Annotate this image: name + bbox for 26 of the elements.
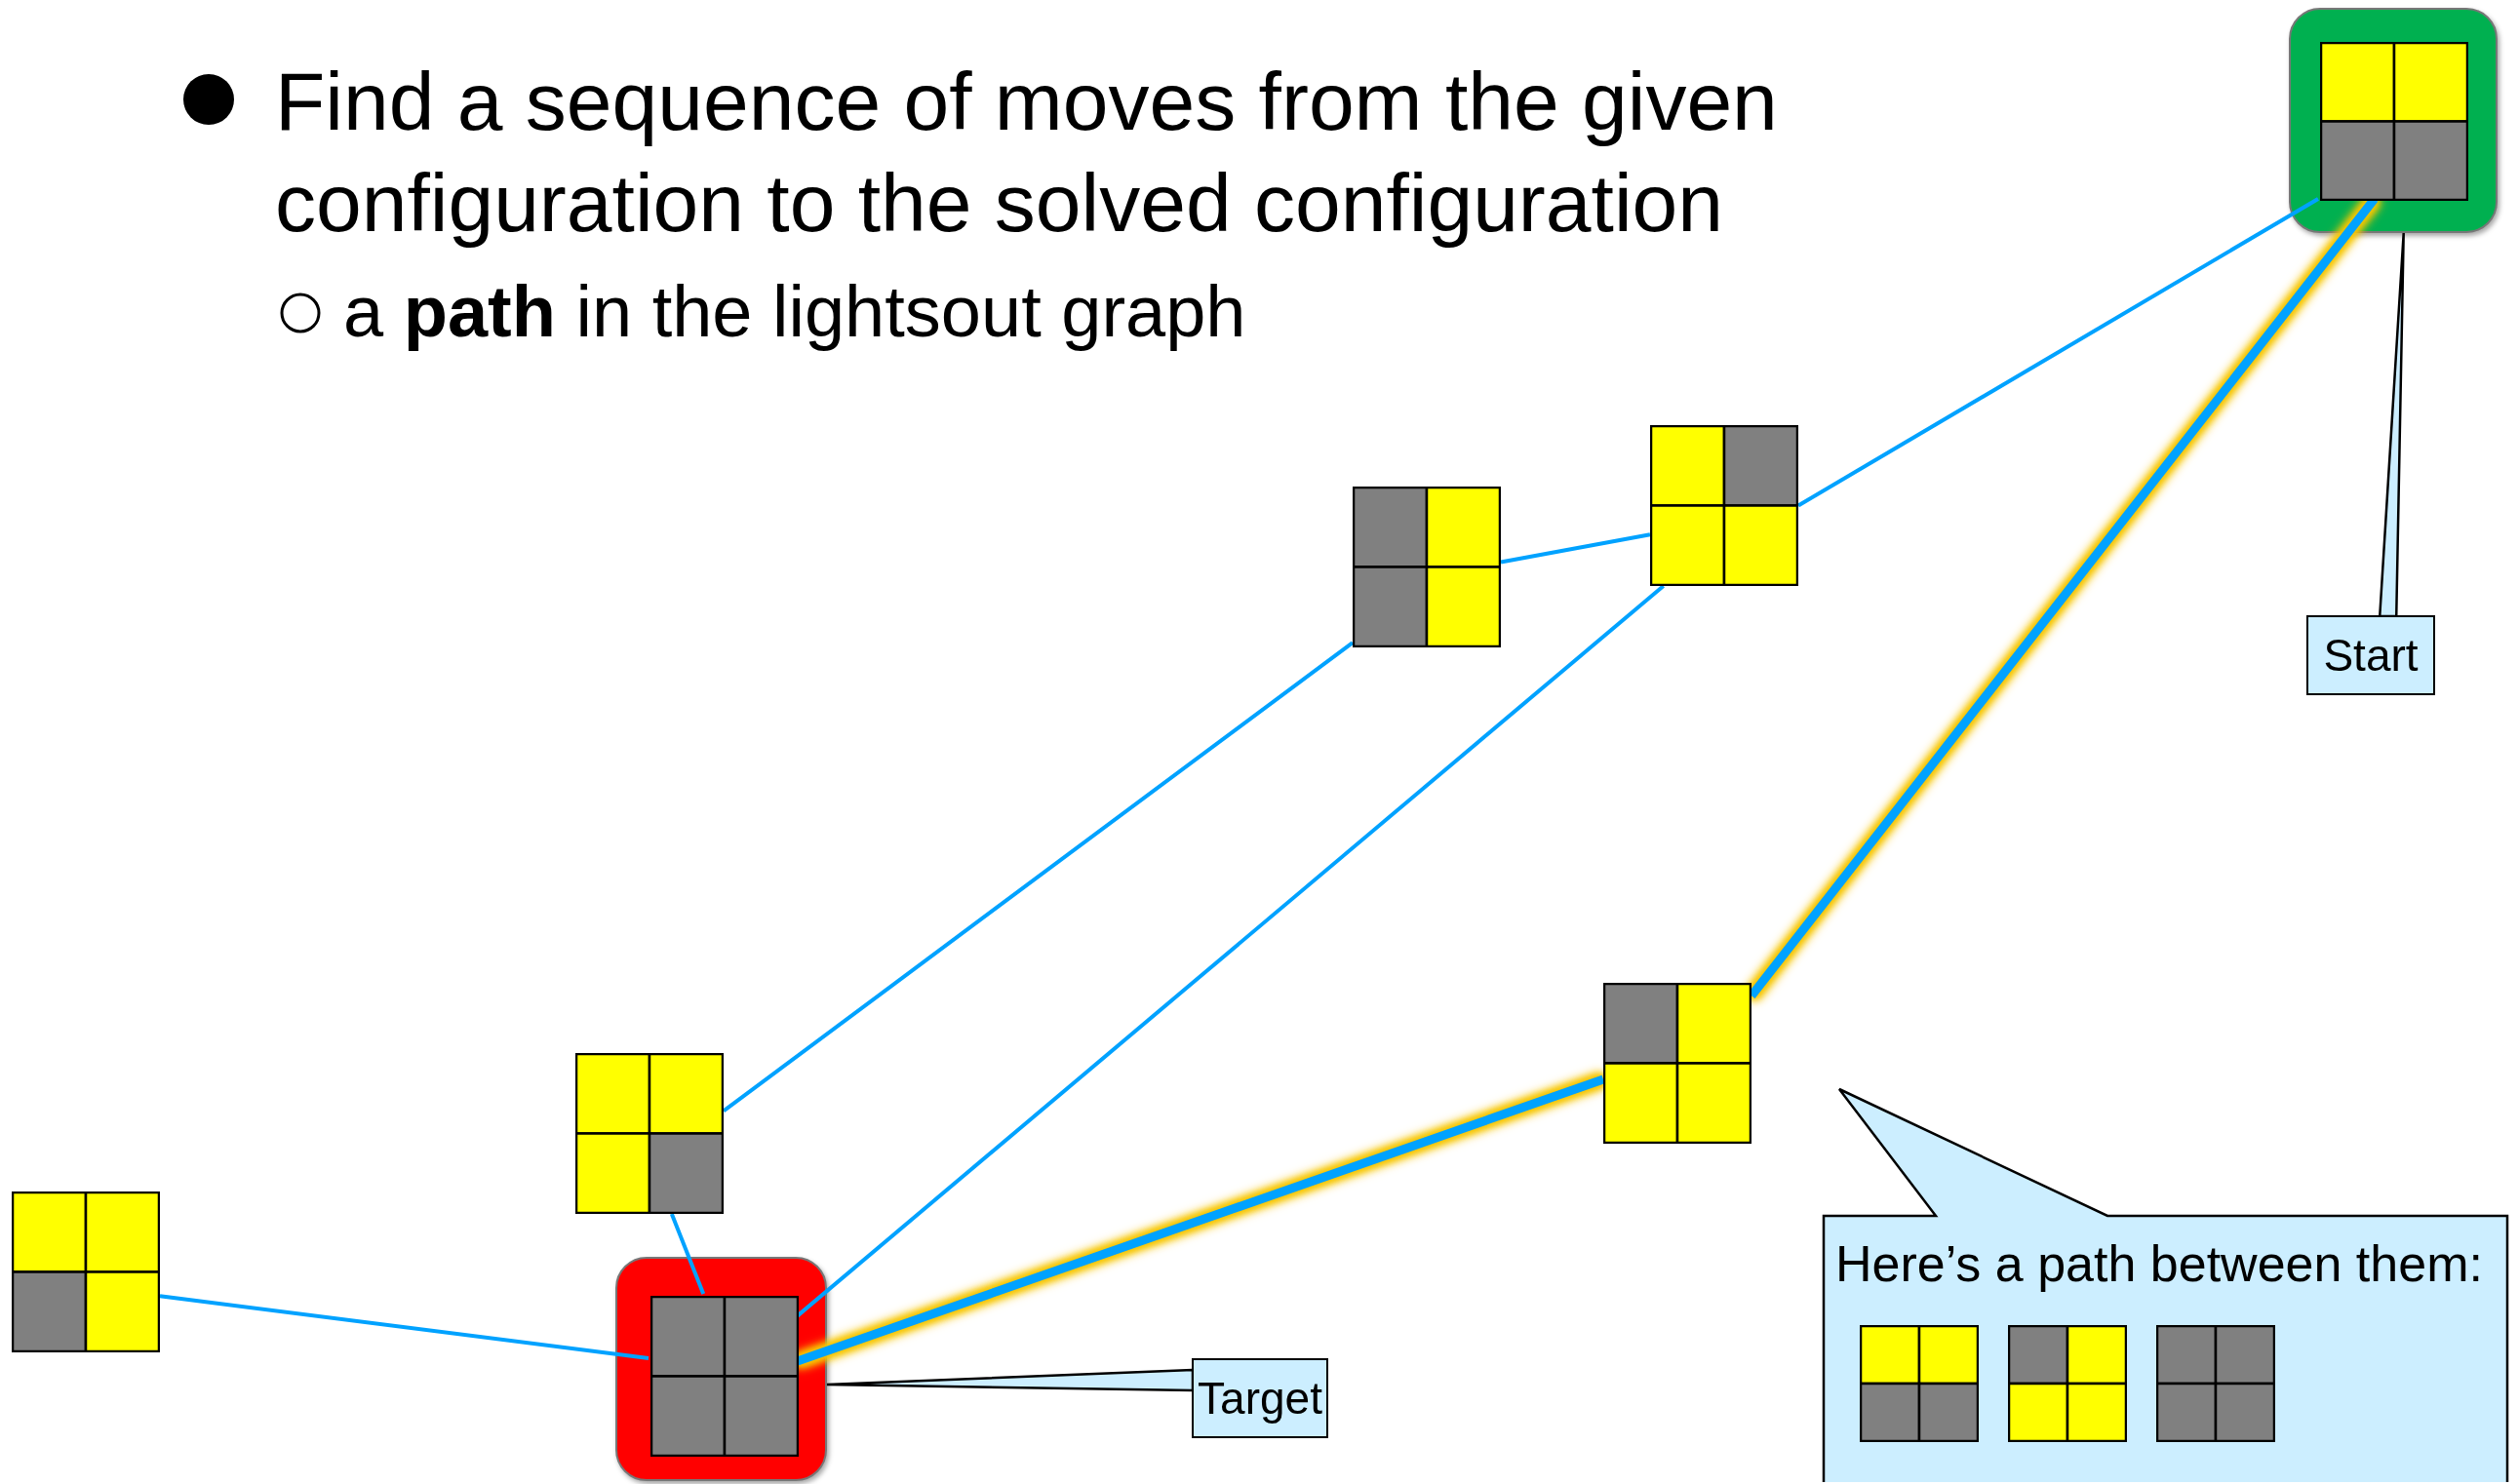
lights-grid — [650, 1296, 799, 1457]
graph-edge — [1500, 532, 1651, 565]
callout-box — [1192, 1358, 1328, 1438]
callout-pointer — [2378, 231, 2405, 618]
lights-grid — [1860, 1325, 1979, 1442]
graph-edge — [1797, 197, 2319, 508]
highlight-frame — [2289, 8, 2498, 233]
speech-bubble — [1822, 1087, 2509, 1482]
highlight-frame — [615, 1257, 827, 1481]
lights-grid — [2156, 1325, 2275, 1442]
callout-label: Start — [2323, 629, 2419, 682]
lights-grid — [2320, 42, 2468, 201]
bullet-text: a path in the lightsout graph — [343, 270, 1247, 354]
graph-edge — [722, 641, 1355, 1113]
lights-grid — [12, 1191, 160, 1352]
callout-box — [2306, 615, 2435, 695]
lights-grid — [1650, 425, 1798, 586]
lights-grid — [575, 1053, 724, 1214]
lights-grid — [2008, 1325, 2127, 1442]
bubble-text: Here’s a path between them: — [1835, 1235, 2483, 1294]
lights-grid — [1603, 983, 1751, 1144]
callout-pointer — [825, 1368, 1195, 1392]
graph-edge — [159, 1294, 649, 1360]
bullet-text: Find a sequence of moves from the given configuration to the solved configuration — [275, 55, 1779, 251]
lights-grid — [1353, 487, 1501, 647]
callout-label: Target — [1198, 1372, 1322, 1425]
